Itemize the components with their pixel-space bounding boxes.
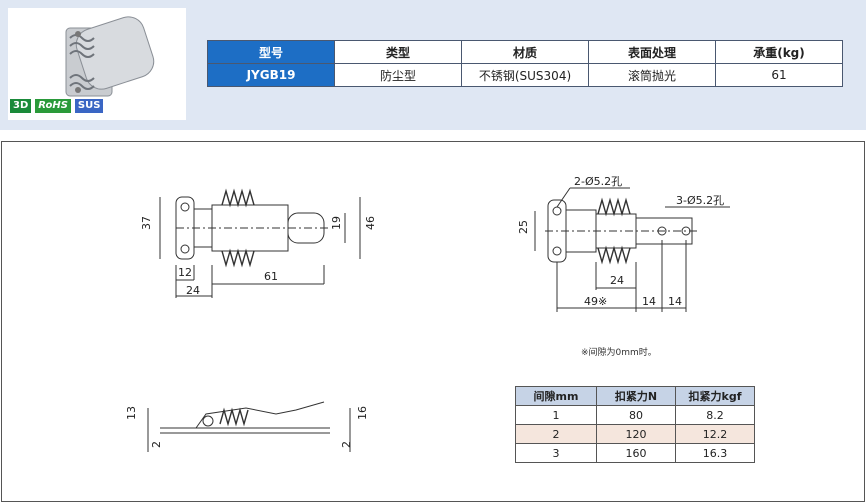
spec-table: 型号 类型 材质 表面处理 承重(kg) JYGB19 防尘型 不锈钢(SUS3… [207, 40, 843, 87]
table-cell: 1 [515, 405, 597, 425]
dim-19: 19 [330, 216, 343, 230]
compliance-badges: 3D RoHS SUS [10, 99, 104, 113]
spec-cell-load: 61 [715, 63, 843, 87]
callout-3-holes: 3-Ø5.2孔 [676, 194, 724, 207]
dim-14-a: 14 [642, 295, 656, 308]
table-row: 1 80 8.2 [515, 405, 755, 425]
table-cell: 2 [515, 424, 597, 444]
spec-header-material: 材质 [461, 40, 589, 64]
side-view [147, 401, 351, 452]
dim-25: 25 [517, 220, 530, 234]
dim-16: 16 [356, 406, 369, 420]
latch-photo-image [65, 16, 155, 97]
clamping-force-table: 间隙mm 扣紧力N 扣紧力kgf 1 80 8.2 2 120 12.2 3 1… [515, 386, 755, 463]
spec-header-load: 承重(kg) [715, 40, 843, 64]
table-cell: 160 [596, 443, 676, 463]
dim-61: 61 [264, 270, 278, 283]
spec-header-type: 类型 [334, 40, 462, 64]
spec-cell-material: 不锈钢(SUS304) [461, 63, 589, 87]
spec-cell-model: JYGB19 [207, 63, 335, 87]
drawing-note: ※间隙为0mm时。 [581, 348, 657, 358]
dim-37: 37 [140, 216, 153, 230]
table-cell: 16.3 [675, 443, 755, 463]
top-right-view [534, 187, 730, 312]
callout-2-holes: 2-Ø5.2孔 [574, 175, 622, 188]
table-row: 3 160 16.3 [515, 443, 755, 463]
force-header-kgf: 扣紧力kgf [675, 386, 755, 406]
badge-sus: SUS [74, 99, 104, 113]
table-cell: 3 [515, 443, 597, 463]
table-cell: 80 [596, 405, 676, 425]
dim-49: 49※ [584, 295, 607, 308]
dim-24: 24 [186, 284, 200, 297]
front-view [159, 188, 361, 298]
table-row: 2 120 12.2 [515, 424, 755, 444]
dim-14-b: 14 [668, 295, 682, 308]
spec-header-finish: 表面处理 [588, 40, 716, 64]
dim-13: 13 [125, 406, 138, 420]
dim-46: 46 [364, 216, 377, 230]
force-header-newton: 扣紧力N [596, 386, 676, 406]
table-cell: 8.2 [675, 405, 755, 425]
side-view-dimension-labels: 13 2 16 2 [125, 406, 369, 448]
dim-12: 12 [178, 266, 192, 279]
top-right-dimension-labels: 2-Ø5.2孔 3-Ø5.2孔 25 24 49※ 14 14 [517, 175, 724, 308]
badge-rohs: RoHS [35, 99, 71, 113]
table-cell: 12.2 [675, 424, 755, 444]
badge-3d: 3D [10, 99, 32, 113]
spec-cell-finish: 滚筒抛光 [588, 63, 716, 87]
front-view-dimension-labels: 37 19 46 12 61 24 [140, 216, 377, 297]
force-header-gap: 间隙mm [515, 386, 597, 406]
table-cell: 120 [596, 424, 676, 444]
dim-2-left: 2 [150, 441, 163, 448]
dim-2-right: 2 [340, 441, 353, 448]
dim-24-right: 24 [610, 274, 624, 287]
